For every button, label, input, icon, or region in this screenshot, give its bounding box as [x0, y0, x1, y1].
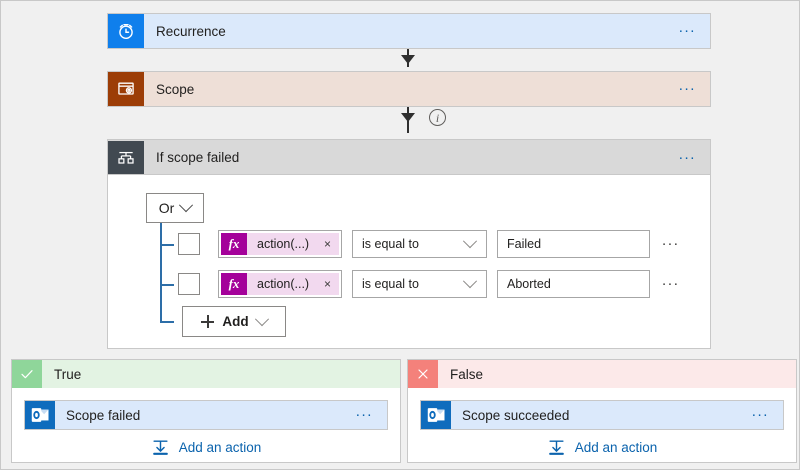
condition-overflow-menu[interactable]: ...	[678, 145, 696, 163]
chevron-down-icon	[254, 311, 269, 326]
branch-false-header: False	[408, 360, 796, 388]
condition-row-overflow-menu[interactable]: ...	[662, 232, 680, 249]
branch-true-action-overflow-menu[interactable]: ...	[355, 403, 373, 420]
fx-icon: fx	[221, 273, 247, 295]
chevron-down-icon	[179, 198, 194, 213]
condition-row-checkbox[interactable]	[178, 233, 200, 255]
scope-title: Scope	[156, 81, 195, 97]
condition-row-checkbox[interactable]	[178, 273, 200, 295]
condition-editor-body: Or fx action(...) × is equal to Failed .…	[107, 174, 711, 349]
branch-false: False Scope succeeded ... Add an action	[407, 359, 797, 463]
insert-action-icon	[547, 438, 566, 457]
branch-true-add-action[interactable]: Add an action	[12, 438, 400, 457]
branch-false-label: False	[450, 366, 484, 382]
branch-true-header: True	[12, 360, 400, 388]
branch-true-action-card[interactable]: Scope failed ...	[24, 400, 388, 430]
condition-rail-tick	[160, 284, 174, 286]
plus-icon	[201, 315, 215, 328]
condition-left-operand-field[interactable]: fx action(...) ×	[218, 230, 342, 258]
logical-operator-dropdown[interactable]: Or	[146, 193, 204, 223]
scope-icon	[108, 72, 144, 106]
trigger-overflow-menu[interactable]: ...	[678, 19, 696, 36]
fx-label: fx	[228, 276, 240, 291]
condition-operator-value: is equal to	[362, 237, 419, 251]
fx-label: fx	[228, 236, 240, 251]
condition-title: If scope failed	[156, 150, 240, 165]
insert-action-icon	[151, 438, 170, 457]
branch-false-action-title: Scope succeeded	[462, 407, 570, 423]
chevron-down-icon	[462, 273, 486, 292]
condition-operator-value: is equal to	[362, 277, 419, 291]
connector-arrow-2	[401, 113, 415, 122]
condition-right-operand-value: Failed	[507, 237, 542, 251]
remove-token-icon[interactable]: ×	[323, 237, 331, 251]
info-icon[interactable]: i	[429, 109, 446, 126]
condition-icon	[108, 140, 144, 175]
close-x-icon	[408, 360, 438, 388]
condition-operator-select[interactable]: is equal to	[352, 230, 487, 258]
outlook-icon	[421, 401, 451, 429]
branch-true-action-title: Scope failed	[66, 407, 141, 423]
branch-true-label: True	[54, 366, 82, 382]
branch-false-add-action-label: Add an action	[574, 440, 658, 455]
condition-group-rail	[160, 223, 162, 322]
chevron-down-icon	[462, 233, 486, 252]
condition-row: fx action(...) × is equal to Failed ...	[178, 230, 680, 258]
condition-right-operand-field[interactable]: Failed	[497, 230, 650, 258]
alarm-clock-icon	[108, 14, 144, 48]
action-card-scope[interactable]: Scope ...	[107, 71, 711, 107]
expression-token[interactable]: fx action(...) ×	[221, 273, 339, 295]
condition-right-operand-value: Aborted	[507, 277, 551, 291]
condition-operator-select[interactable]: is equal to	[352, 270, 487, 298]
condition-right-operand-field[interactable]: Aborted	[497, 270, 650, 298]
branch-false-action-card[interactable]: Scope succeeded ...	[420, 400, 784, 430]
branch-false-action-overflow-menu[interactable]: ...	[751, 403, 769, 420]
trigger-title: Recurrence	[156, 23, 226, 39]
trigger-card-recurrence[interactable]: Recurrence ...	[107, 13, 711, 49]
checkmark-icon	[12, 360, 42, 388]
condition-left-operand-field[interactable]: fx action(...) ×	[218, 270, 342, 298]
branch-true: True Scope failed ... Add an action	[11, 359, 401, 463]
condition-row: fx action(...) × is equal to Aborted ...	[178, 270, 680, 298]
expression-token-label: action(...)	[257, 277, 310, 291]
branch-false-add-action[interactable]: Add an action	[408, 438, 796, 457]
add-condition-button[interactable]: Add	[182, 306, 286, 337]
condition-row-overflow-menu[interactable]: ...	[662, 272, 680, 289]
outlook-icon	[25, 401, 55, 429]
condition-rail-tick	[160, 244, 174, 246]
branch-true-add-action-label: Add an action	[178, 440, 262, 455]
fx-icon: fx	[221, 233, 247, 255]
scope-overflow-menu[interactable]: ...	[678, 77, 696, 94]
remove-token-icon[interactable]: ×	[323, 277, 331, 291]
condition-rail-tick	[160, 321, 174, 323]
expression-token[interactable]: fx action(...) ×	[221, 233, 339, 255]
connector-arrow-1	[401, 55, 415, 64]
add-condition-label: Add	[222, 314, 249, 329]
expression-token-label: action(...)	[257, 237, 310, 251]
logical-operator-label: Or	[158, 200, 175, 216]
condition-card-header[interactable]: If scope failed ...	[107, 139, 711, 175]
